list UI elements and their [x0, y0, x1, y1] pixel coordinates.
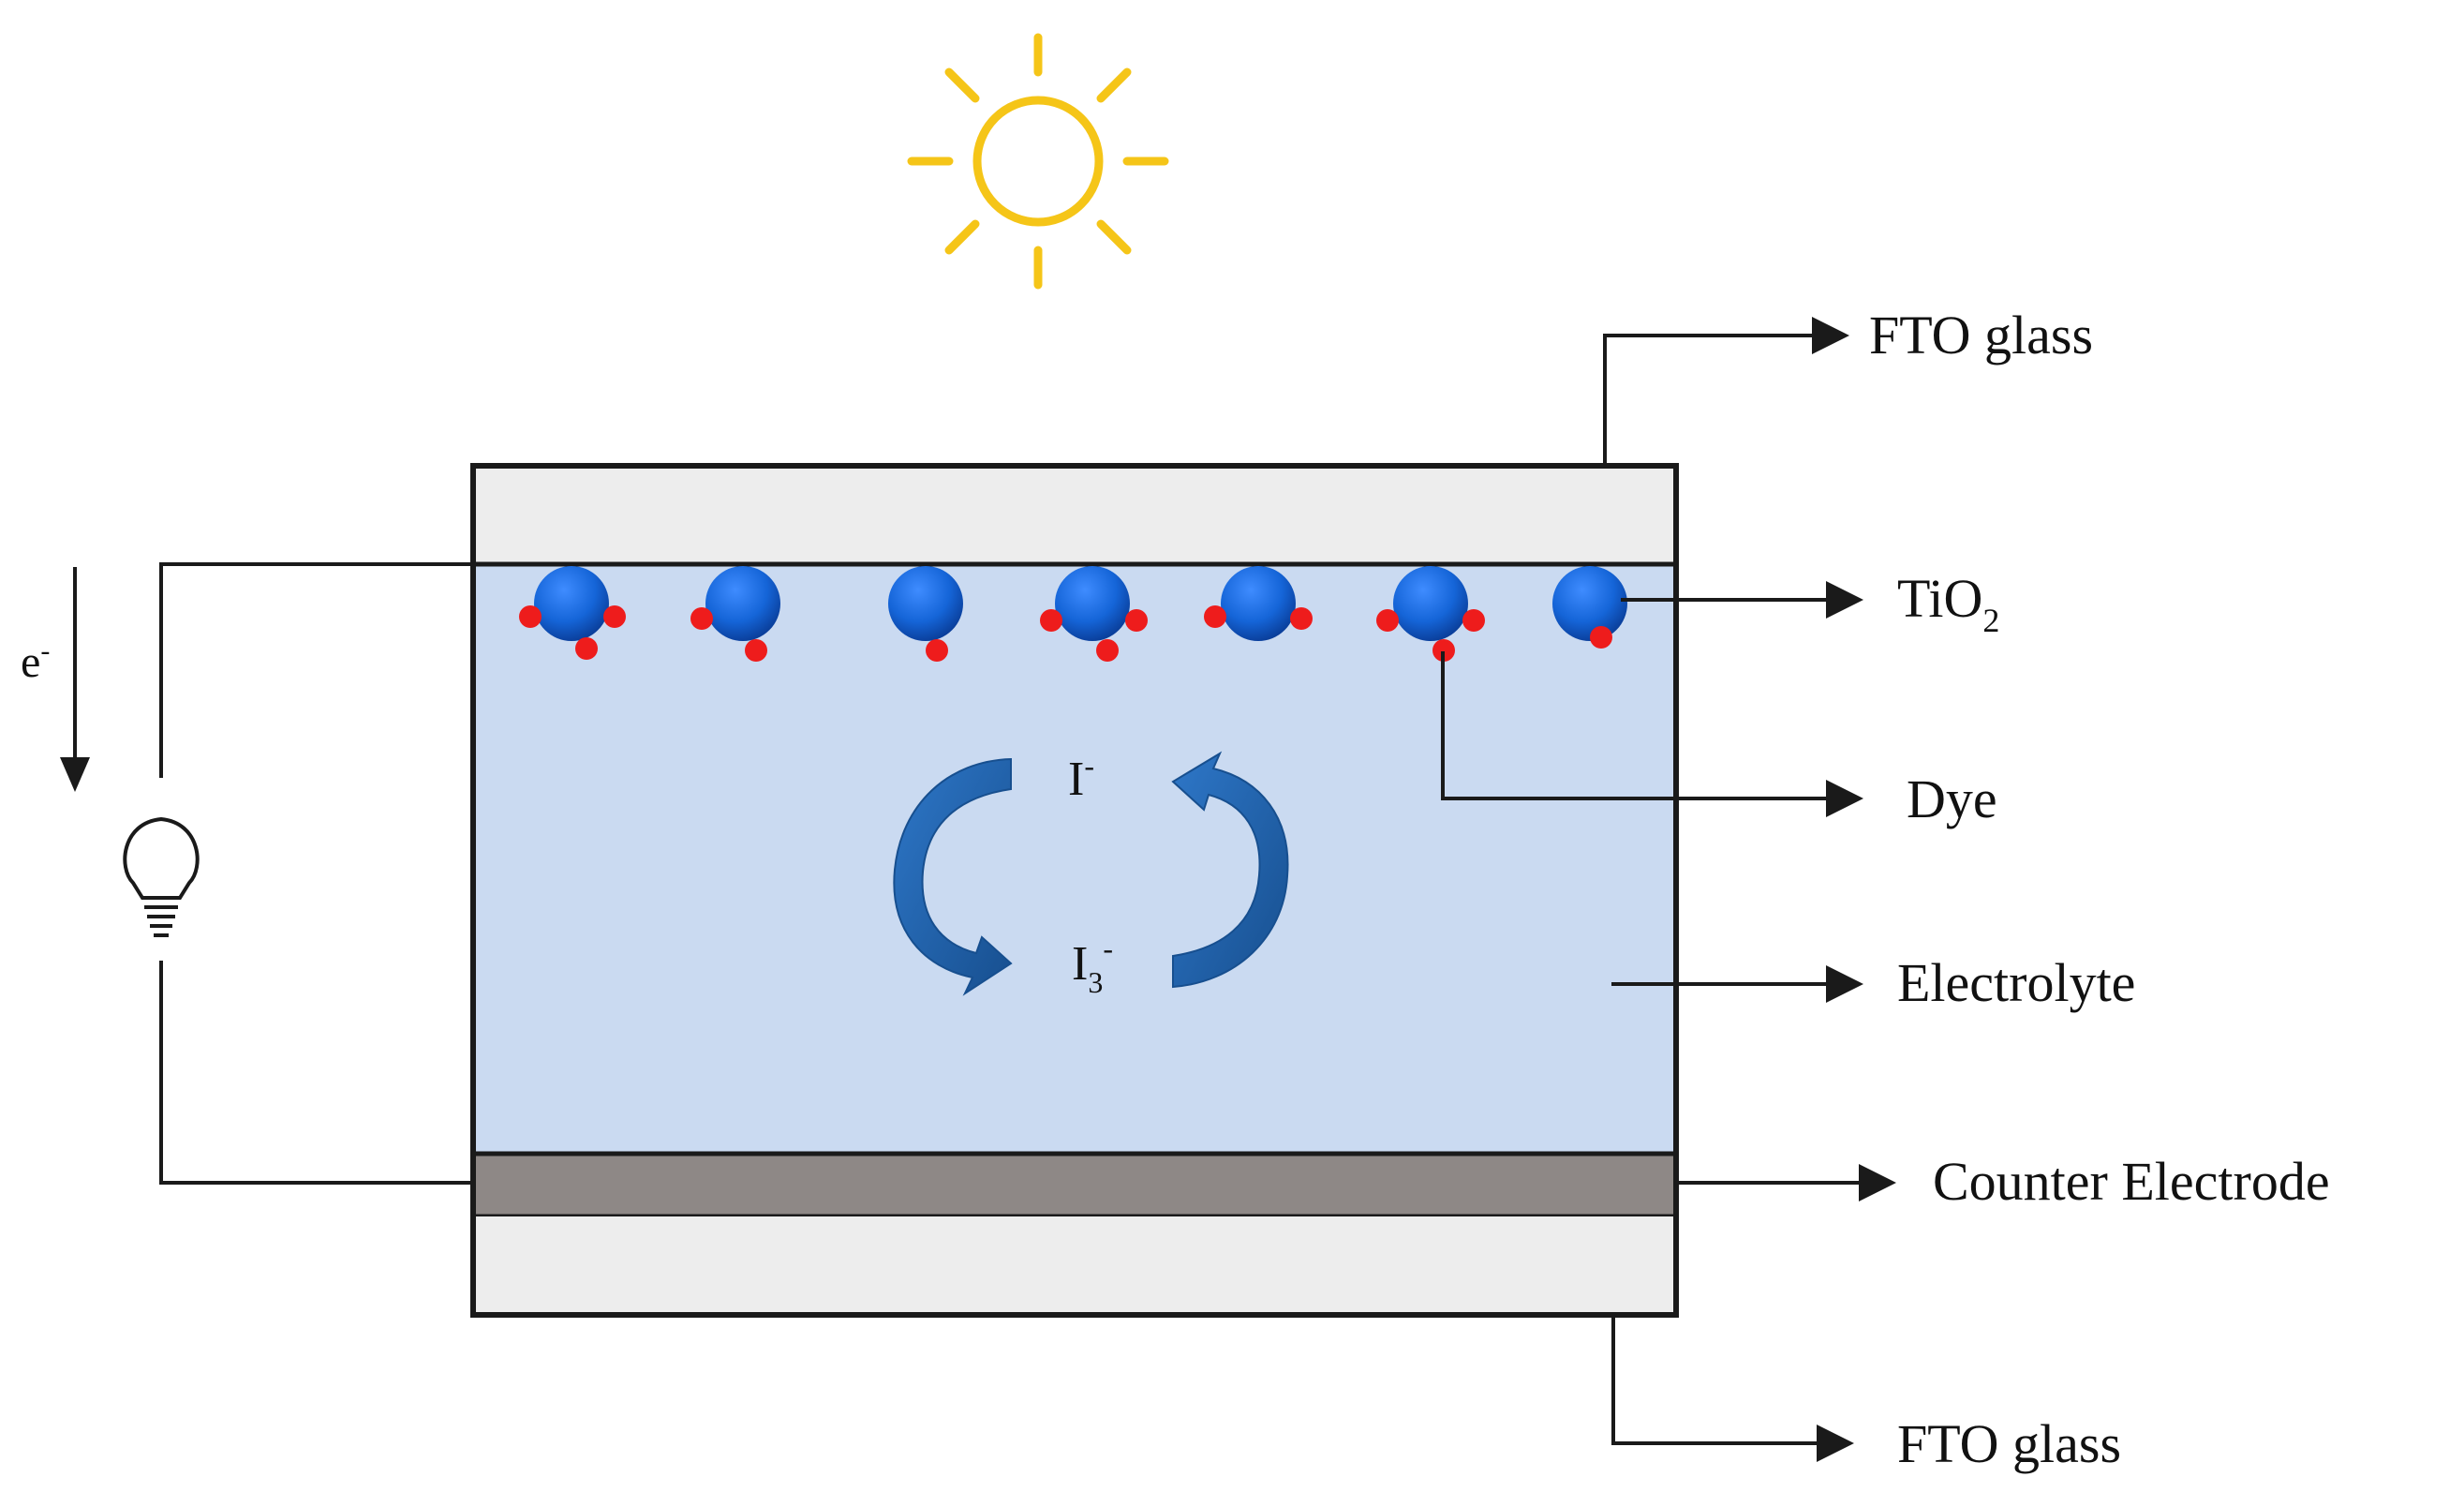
tio2-particle [888, 566, 963, 662]
electron-label: e- [21, 635, 50, 687]
tio2-particle-group [519, 566, 1627, 662]
light-bulb-icon [123, 816, 200, 937]
dye-molecule [1040, 609, 1062, 632]
tio2-particle [1376, 566, 1485, 662]
dye-molecule [1204, 605, 1226, 628]
callout-lines [1441, 317, 1896, 1462]
dye-molecule [1125, 609, 1148, 632]
dye-leader [1441, 651, 1863, 817]
tio2-particle [690, 566, 780, 662]
dye-molecule [1432, 639, 1455, 662]
fto-bottom-leader [1611, 1315, 1854, 1462]
cycle-arrow-left [893, 757, 1013, 996]
dye-molecule [603, 605, 626, 628]
counter-electrode-layer [470, 1151, 1679, 1219]
sun-icon [907, 33, 1169, 290]
tio2-label: TiO2 [1897, 568, 1999, 639]
dye-molecule [1290, 607, 1313, 630]
fto-glass-top-label: FTO glass [1869, 305, 2093, 366]
dye-molecule [745, 639, 767, 662]
dye-molecule [690, 607, 713, 630]
redox-cycle-arrows [893, 751, 1289, 996]
dye-molecule [1096, 639, 1119, 662]
iodide-label: I- [1068, 749, 1094, 806]
triiodide-label: I3- [1072, 932, 1113, 999]
dye-molecule [519, 605, 542, 628]
tio2-particle [519, 566, 626, 660]
cycle-arrow-right [1171, 751, 1289, 989]
cell-outline [470, 463, 1679, 1318]
top-fto-glass-layer [473, 466, 1676, 564]
fto-glass-bottom-label: FTO glass [1897, 1413, 2121, 1474]
dye-molecule [1376, 609, 1399, 632]
dye-molecule [926, 639, 948, 662]
tio2-particle [1040, 566, 1148, 662]
external-circuit [159, 562, 473, 1185]
tio2-particle [1204, 566, 1313, 641]
electrolyte-region [473, 564, 1676, 1154]
electrolyte-label: Electrolyte [1897, 952, 2135, 1013]
electron-flow-arrow [60, 567, 90, 792]
dye-molecule [1590, 626, 1612, 649]
fto-top-leader [1603, 317, 1849, 466]
dye-label: Dye [1907, 768, 1997, 829]
dye-molecule [575, 637, 598, 660]
bottom-fto-glass-layer [473, 1216, 1676, 1315]
counter-electrode-label: Counter Electrode [1933, 1151, 2330, 1212]
dye-molecule [1462, 609, 1485, 632]
tio2-particle [1552, 566, 1627, 649]
